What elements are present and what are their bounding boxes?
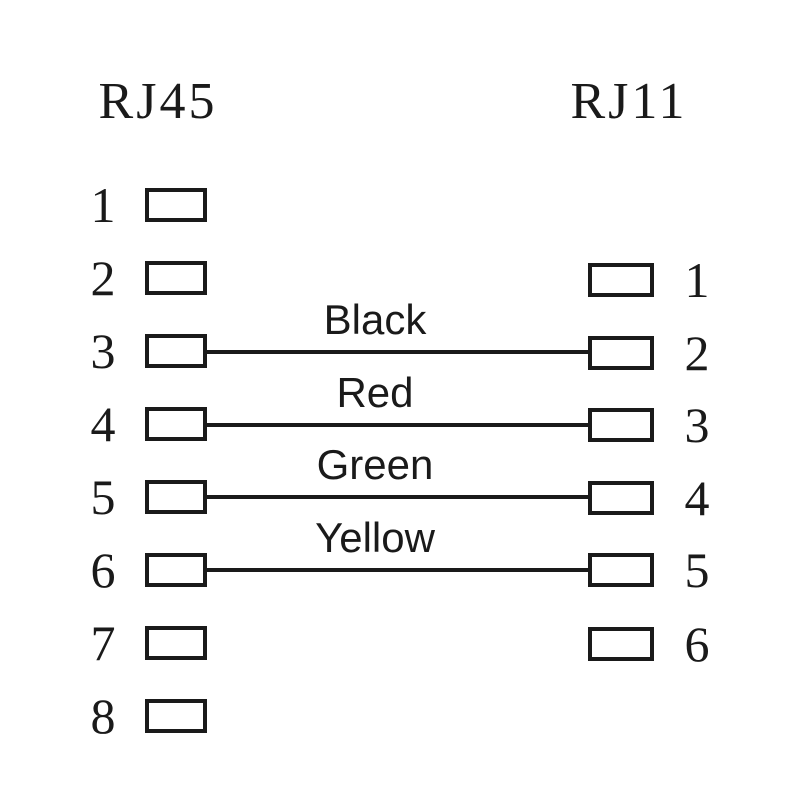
rj11-pin-6-label: 6 (684, 616, 710, 672)
rj11-pin-1-contact (588, 263, 654, 297)
yellow-wire-line (205, 568, 590, 572)
rj45-pin-3-label: 3 (90, 323, 116, 379)
rj45-pin-2-contact (145, 261, 207, 295)
rj45-pin-3-contact (145, 334, 207, 368)
rj45-pin-6-contact (145, 553, 207, 587)
rj45-pin-1-label: 1 (90, 177, 116, 233)
rj45-pin-2-label: 2 (90, 250, 116, 306)
yellow-wire-label: Yellow (315, 514, 435, 561)
rj11-pin-5-contact (588, 553, 654, 587)
rj45-pin-1-contact (145, 188, 207, 222)
rj11-pin-2-label: 2 (684, 325, 710, 381)
rj11-pin-3-label: 3 (684, 397, 710, 453)
black-wire-label: Black (323, 296, 427, 343)
rj11-pin-5-label: 5 (684, 542, 710, 598)
rj45-pin-4-contact (145, 407, 207, 441)
rj11-pin-3-contact (588, 408, 654, 442)
rj45-pin-7-contact (145, 626, 207, 660)
rj11-title: RJ11 (570, 73, 688, 130)
red-wire-line (205, 423, 590, 427)
rj45-pin-5-label: 5 (90, 469, 116, 525)
rj11-pin-4-label: 4 (684, 470, 710, 526)
green-wire-line (205, 495, 590, 499)
rj45-title: RJ45 (98, 73, 218, 130)
rj11-pin-1-label: 1 (684, 252, 710, 308)
rj11-pin-4-contact (588, 481, 654, 515)
green-wire-label: Green (316, 441, 434, 488)
rj45-pin-8-contact (145, 699, 207, 733)
rj45-pin-8-label: 8 (90, 688, 116, 744)
rj45-pin-5-contact (145, 480, 207, 514)
black-wire-line (205, 350, 590, 354)
rj11-pin-6-contact (588, 627, 654, 661)
rj45-pin-6-label: 6 (90, 542, 116, 598)
red-wire-label: Red (336, 369, 414, 416)
rj45-pin-7-label: 7 (90, 615, 116, 671)
rj11-pin-2-contact (588, 336, 654, 370)
rj45-pin-4-label: 4 (90, 396, 116, 452)
